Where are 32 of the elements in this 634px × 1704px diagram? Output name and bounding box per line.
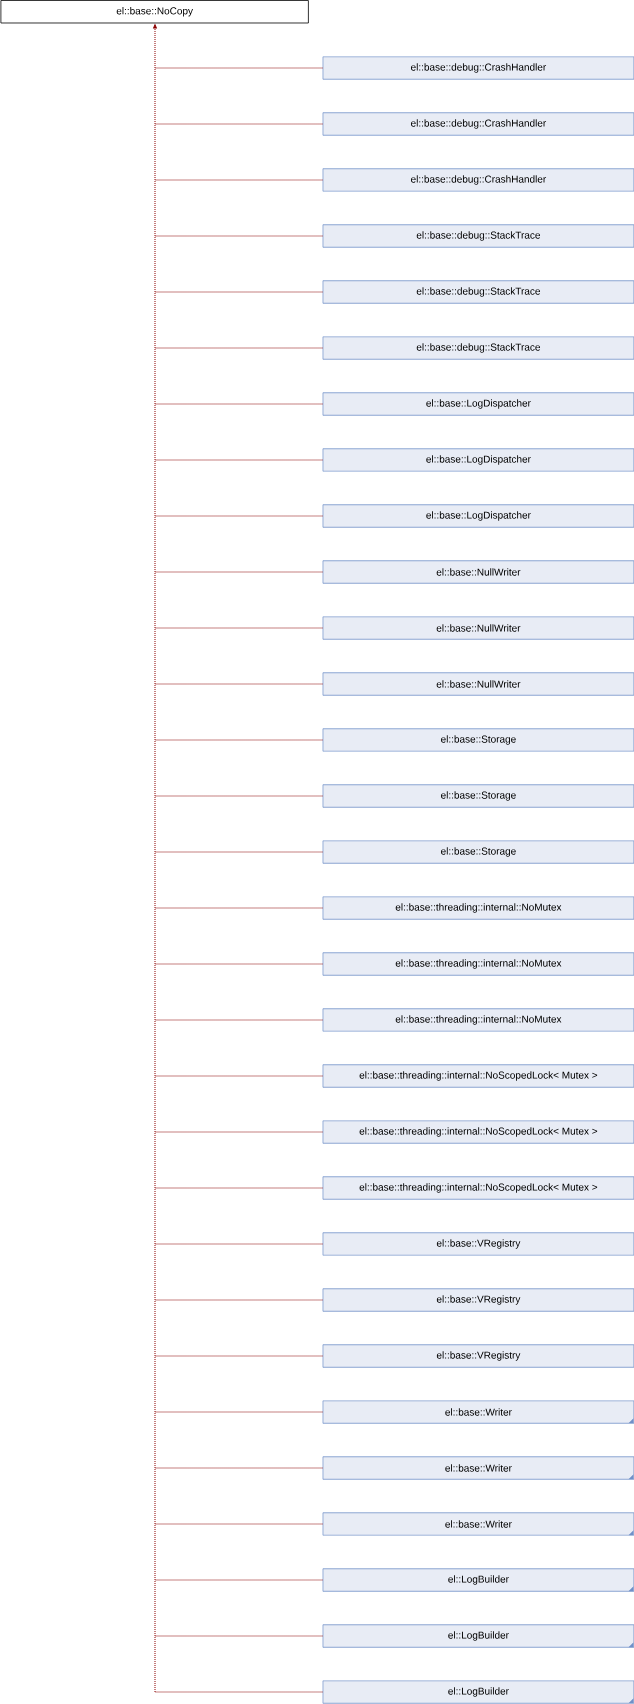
class-box: el::base::threading::internal::NoMutex bbox=[322, 952, 634, 976]
class-box: el::base::debug::CrashHandler bbox=[322, 56, 634, 80]
class-box: el::base::VRegistry bbox=[322, 1344, 634, 1368]
class-box: el::base::debug::StackTrace bbox=[322, 336, 634, 360]
class-box: el::base::threading::internal::NoScopedLock< Mutex > bbox=[322, 1176, 634, 1200]
class-box: el::base::NullWriter bbox=[322, 560, 634, 584]
inheritance-arrow bbox=[153, 24, 323, 1693]
class-box: el::base::Storage bbox=[322, 728, 634, 752]
class-box: el::base::debug::CrashHandler bbox=[322, 112, 634, 136]
class-box: el::base::threading::internal::NoMutex bbox=[322, 1008, 634, 1032]
class-box: el::base::LogDispatcher bbox=[322, 504, 634, 528]
class-box: el::LogBuilder bbox=[322, 1568, 634, 1592]
class-box: el::base::Writer bbox=[322, 1456, 634, 1480]
class-box: el::base::debug::StackTrace bbox=[322, 280, 634, 304]
class-box: el::base::LogDispatcher bbox=[322, 448, 634, 472]
class-box: el::base::NullWriter bbox=[322, 672, 634, 696]
class-box: el::base::threading::internal::NoMutex bbox=[322, 896, 634, 920]
class-box: el::base::debug::StackTrace bbox=[322, 224, 634, 248]
class-box: el::base::NullWriter bbox=[322, 616, 634, 640]
class-box: el::base::threading::internal::NoScopedLock< Mutex > bbox=[322, 1120, 634, 1144]
class-box: el::LogBuilder bbox=[322, 1680, 634, 1704]
class-box: el::base::VRegistry bbox=[322, 1232, 634, 1256]
class-box: el::base::threading::internal::NoScopedLock< Mutex > bbox=[322, 1064, 634, 1088]
class-box: el::base::debug::CrashHandler bbox=[322, 168, 634, 192]
class-box: el::base::Storage bbox=[322, 840, 634, 864]
class-box: el::base::Writer bbox=[322, 1400, 634, 1424]
class-box: el::base::VRegistry bbox=[322, 1288, 634, 1312]
class-box: el::base::LogDispatcher bbox=[322, 392, 634, 416]
class-box: el::LogBuilder bbox=[322, 1624, 634, 1648]
class-box: el::base::NoCopy bbox=[0, 0, 309, 24]
class-box: el::base::Writer bbox=[322, 1512, 634, 1536]
class-box: el::base::Storage bbox=[322, 784, 634, 808]
